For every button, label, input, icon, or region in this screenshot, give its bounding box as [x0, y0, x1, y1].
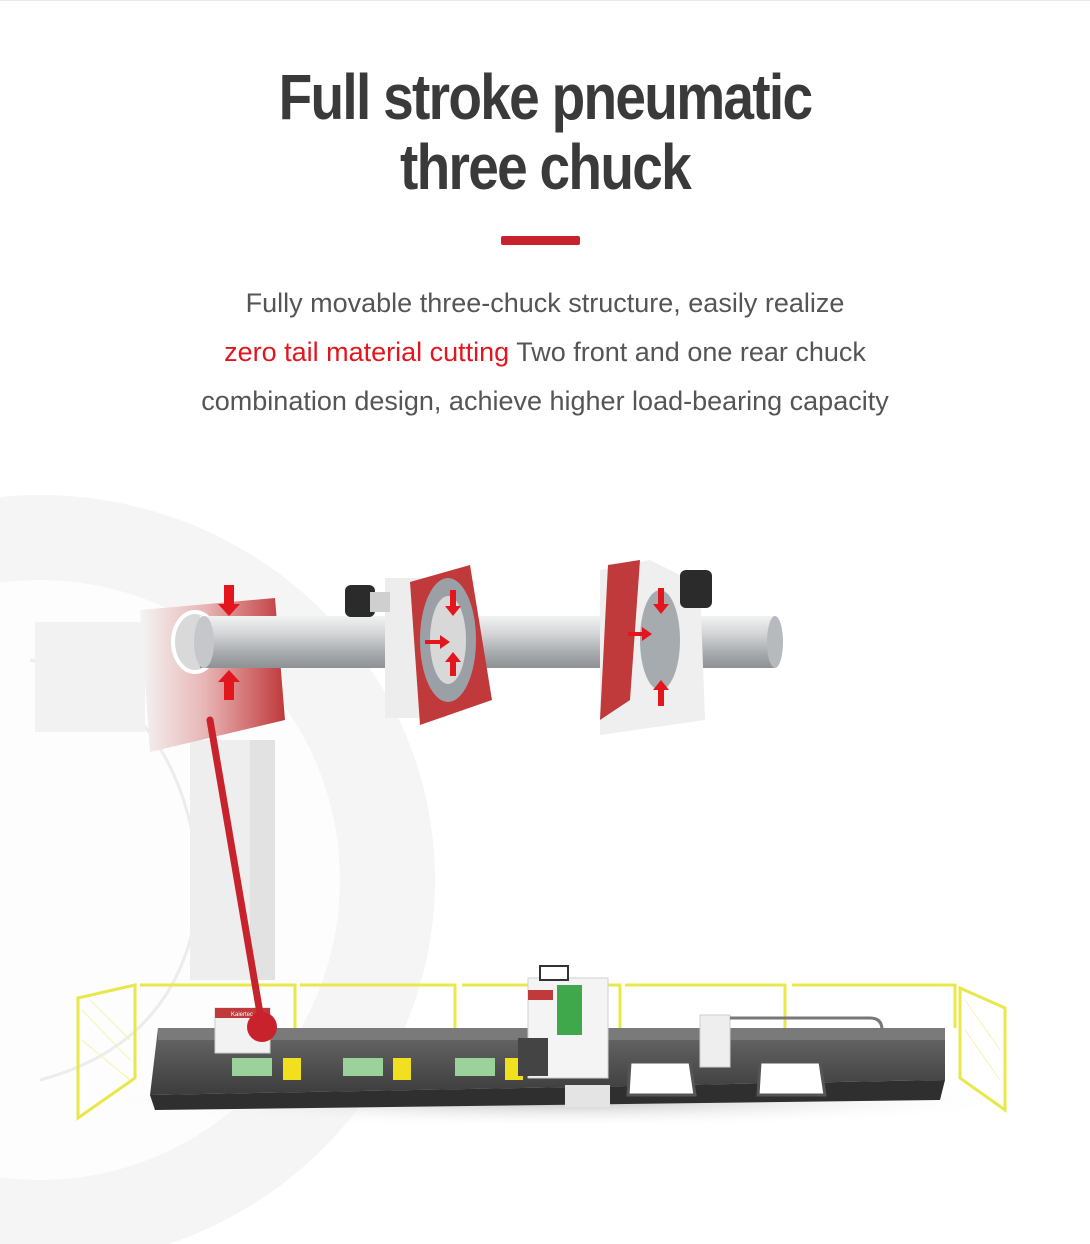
page-title-line-2: three chuck — [399, 131, 692, 203]
background-column-side — [250, 740, 275, 980]
description-line-3: combination design, achieve higher load-… — [201, 386, 889, 416]
page-title-line-1: Full stroke pneumatic — [278, 61, 813, 133]
description-line-2: Two front and one rear chuck — [509, 337, 866, 367]
brand-label: Kaiertec — [231, 1012, 253, 1018]
middle-chuck — [345, 565, 492, 725]
pressure-arrow-icon — [218, 585, 669, 706]
feature-description: Fully movable three-chuck structure, eas… — [100, 279, 990, 426]
front-chuck — [600, 560, 712, 735]
description-highlight: zero tail material cutting — [224, 337, 510, 367]
fence-mesh — [81, 999, 1001, 1081]
callout-dot-icon — [247, 1012, 277, 1042]
callout-line — [206, 716, 266, 1029]
bed-front-chuck — [699, 1014, 884, 1068]
page-title: Full stroke pneumatic three chuck — [76, 62, 1013, 202]
machine-illustration: Kaiertec — [0, 495, 1030, 1244]
cutting-head-cabinet — [518, 965, 609, 1079]
unloading-trays — [565, 1060, 827, 1107]
safety-fence — [76, 983, 1007, 1121]
description-line-1: Fully movable three-chuck structure, eas… — [245, 288, 845, 318]
top-divider — [0, 0, 1090, 1]
title-accent-bar — [501, 236, 580, 245]
